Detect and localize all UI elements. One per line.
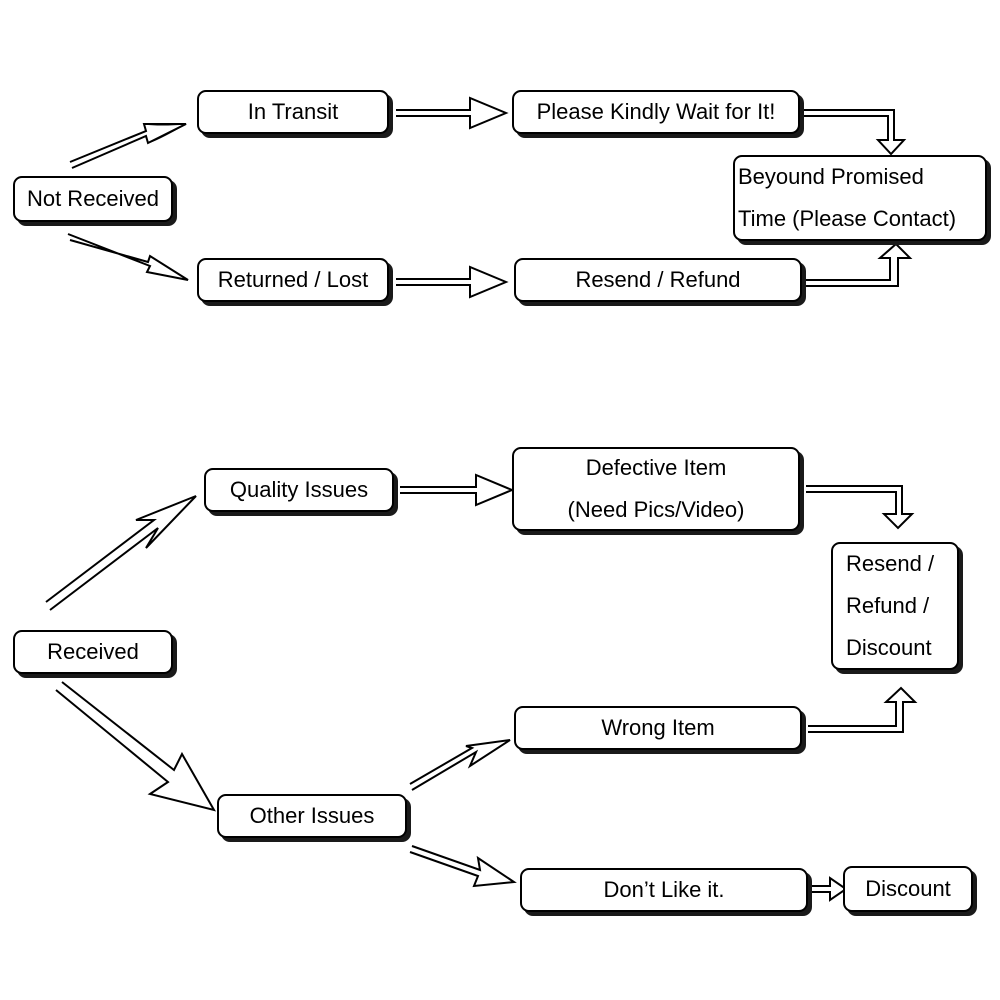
node-wrong-item-label: Wrong Item — [601, 715, 715, 740]
node-defective-item: Defective Item (Need Pics/Video) — [512, 447, 800, 531]
node-not-received: Not Received — [13, 176, 173, 222]
arrow-returned-to-resend — [396, 265, 509, 299]
node-wrong-item: Wrong Item — [514, 706, 802, 750]
node-quality-issues: Quality Issues — [204, 468, 394, 512]
arrow-quality-to-defective — [400, 473, 515, 507]
arrow-resend-to-beyond — [806, 242, 913, 287]
node-other-issues: Other Issues — [217, 794, 407, 838]
node-resend-refund-label: Resend / Refund — [575, 267, 741, 292]
node-rrd-line-3: Discount — [846, 634, 932, 660]
arrow-wrong-to-rrd — [808, 686, 918, 733]
node-received-label: Received — [47, 639, 139, 664]
arrow-in-transit-to-wait — [396, 96, 509, 130]
arrow-dontlike-to-discount — [810, 876, 848, 902]
node-rrd-line-1: Resend / — [846, 551, 935, 577]
node-beyond-promised: Beyound Promised Time (Please Contact) — [733, 155, 987, 241]
arrow-received-to-other — [55, 681, 217, 812]
node-resend-refund: Resend / Refund — [514, 258, 802, 302]
node-in-transit-label: In Transit — [247, 99, 339, 124]
node-not-received-label: Not Received — [26, 186, 160, 211]
node-defective-line-2: (Need Pics/Video) — [567, 497, 745, 522]
node-beyond-line-2: Time (Please Contact) — [738, 206, 957, 231]
node-wait-label: Please Kindly Wait for It! — [536, 99, 776, 124]
node-dont-like-label: Don’t Like it. — [603, 877, 725, 902]
node-other-issues-label: Other Issues — [249, 803, 375, 828]
node-wait: Please Kindly Wait for It! — [512, 90, 800, 134]
arrow-not-received-to-in-transit — [69, 123, 187, 169]
arrow-received-to-quality — [45, 495, 197, 611]
node-returned-lost: Returned / Lost — [197, 258, 389, 302]
node-quality-issues-label: Quality Issues — [229, 477, 369, 502]
node-defective-line-1: Defective Item — [585, 455, 727, 481]
node-discount: Discount — [843, 866, 973, 912]
arrow-other-to-dontlike — [409, 845, 517, 888]
node-in-transit: In Transit — [197, 90, 389, 134]
arrow-wait-to-beyond — [804, 109, 907, 156]
arrow-not-received-to-returned — [67, 233, 189, 281]
node-resend-refund-discount: Resend / Refund / Discount — [831, 542, 959, 670]
arrow-defective-to-rrd — [806, 485, 915, 530]
node-beyond-line-1: Beyound Promised — [738, 164, 924, 190]
node-returned-lost-label: Returned / Lost — [217, 267, 369, 292]
arrow-other-to-wrong — [409, 739, 511, 791]
node-dont-like: Don’t Like it. — [520, 868, 808, 912]
node-received: Received — [13, 630, 173, 674]
node-discount-label: Discount — [865, 876, 951, 901]
node-rrd-line-2: Refund / — [846, 593, 930, 619]
